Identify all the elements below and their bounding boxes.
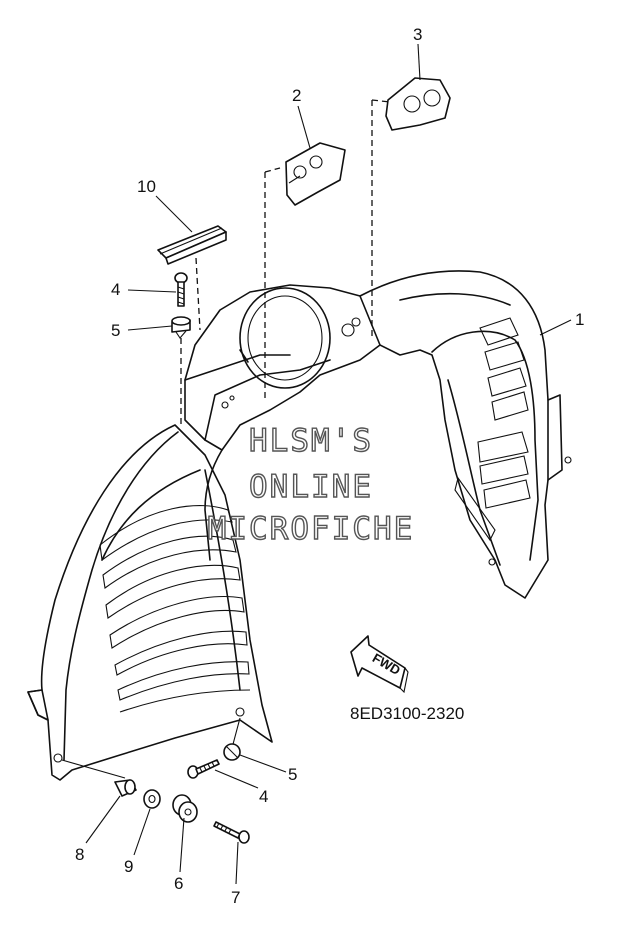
part-7-bolt	[213, 821, 250, 844]
callout-9: 9	[124, 857, 133, 876]
part-8-collar	[114, 779, 137, 797]
part-4-screw-bottom	[187, 759, 220, 779]
diagram-part-number: 8ED3100-2320	[350, 704, 465, 723]
callout-4-top: 4	[111, 280, 120, 299]
part-5-nut-bottom	[223, 743, 241, 761]
callout-5-bottom: 5	[288, 765, 297, 784]
part-4-screw-top	[174, 272, 188, 307]
watermark-line-2: ONLINE	[248, 468, 373, 505]
callouts: 1 2 3 4 4 5 5 6 7 8 9 10	[75, 25, 584, 907]
meter-housing	[184, 284, 381, 451]
callout-4-bottom: 4	[259, 787, 268, 806]
callout-3: 3	[413, 25, 422, 44]
callout-8: 8	[75, 845, 84, 864]
callout-10: 10	[137, 177, 156, 196]
callout-6: 6	[174, 874, 183, 893]
callout-1: 1	[575, 310, 584, 329]
fwd-arrow-icon: FWD	[350, 635, 409, 694]
part-9-washer	[143, 789, 161, 809]
callout-7: 7	[231, 888, 240, 907]
leader-lines	[85, 43, 572, 885]
inner-panel-left	[27, 424, 273, 781]
assembly-lines	[61, 99, 391, 779]
part-2-bracket	[285, 142, 346, 206]
inner-panel-right	[359, 270, 572, 599]
callout-2: 2	[292, 86, 301, 105]
watermark-line-3: MICROFICHE	[207, 510, 415, 547]
watermark-line-1: HLSM'S	[248, 422, 373, 459]
part-10-strip	[157, 225, 227, 265]
callout-5-top: 5	[111, 321, 120, 340]
part-3-bracket	[385, 77, 451, 131]
part-5-nut-top	[171, 316, 191, 339]
part-6-grommet	[172, 794, 198, 823]
